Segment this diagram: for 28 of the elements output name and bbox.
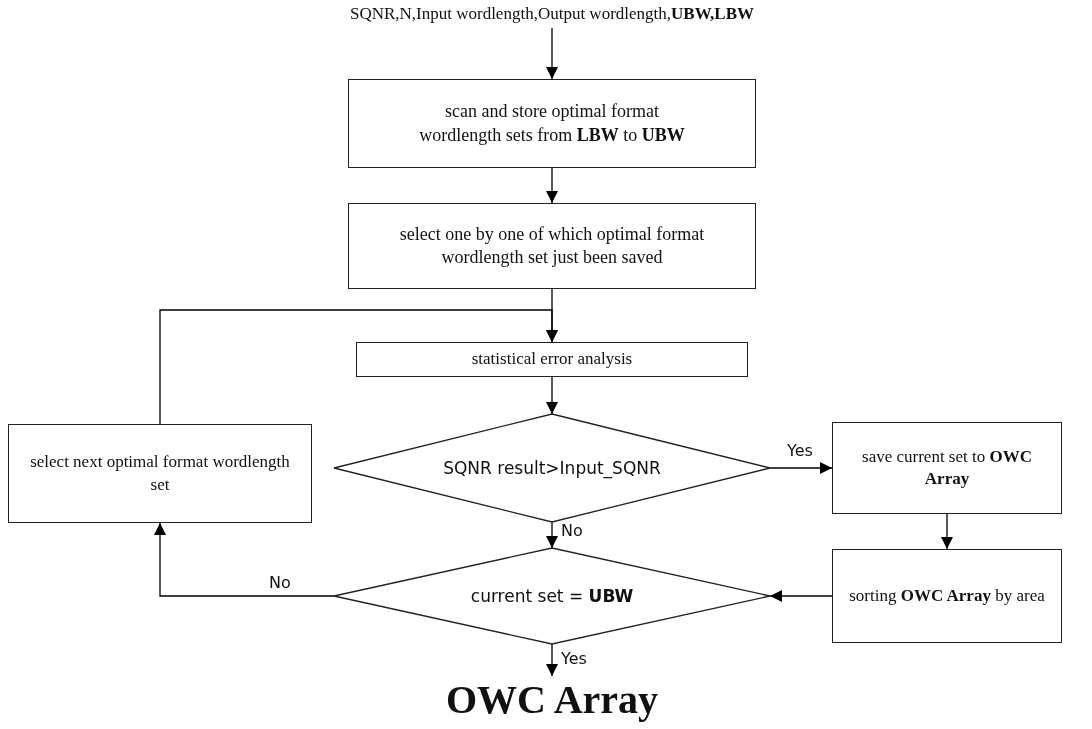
arrow: [941, 513, 953, 550]
output-title: OWC Array: [402, 676, 702, 723]
process-box: [356, 342, 748, 377]
decision-text: current set = UBW: [470, 586, 634, 606]
process-box: [8, 424, 312, 523]
process-box: [348, 79, 756, 168]
arrow: [769, 590, 833, 602]
arrow: [154, 522, 335, 597]
process-box: [348, 203, 756, 289]
process-text: statistical error analysis: [471, 348, 633, 371]
arrow: [769, 462, 833, 474]
process-box: [832, 549, 1062, 643]
arrow: [546, 521, 558, 549]
process-text: select next optimal format wordlength set: [30, 451, 290, 496]
input-parameters-text: SQNR,N,Input wordlength,Output wordlength,UBW,LBW: [252, 4, 852, 24]
arrow: [546, 643, 558, 677]
arrow: [546, 376, 558, 415]
arrow: [159, 309, 558, 425]
process-box: [832, 422, 1062, 514]
decision-diamond: [334, 414, 770, 522]
decision-text: SQNR result>Input_SQNR: [443, 458, 661, 478]
process-text: sorting OWC Array by area: [849, 584, 1045, 607]
arrow: [546, 27, 558, 80]
process-text: save current set to OWC Array: [861, 445, 1033, 490]
process-text: scan and store optimal format wordlength sets from LBW to UBW: [418, 100, 686, 147]
arrow: [546, 167, 558, 204]
decision-diamond: [334, 548, 770, 644]
process-text: select one by one of which optimal format wordlength set just been saved: [398, 222, 706, 269]
